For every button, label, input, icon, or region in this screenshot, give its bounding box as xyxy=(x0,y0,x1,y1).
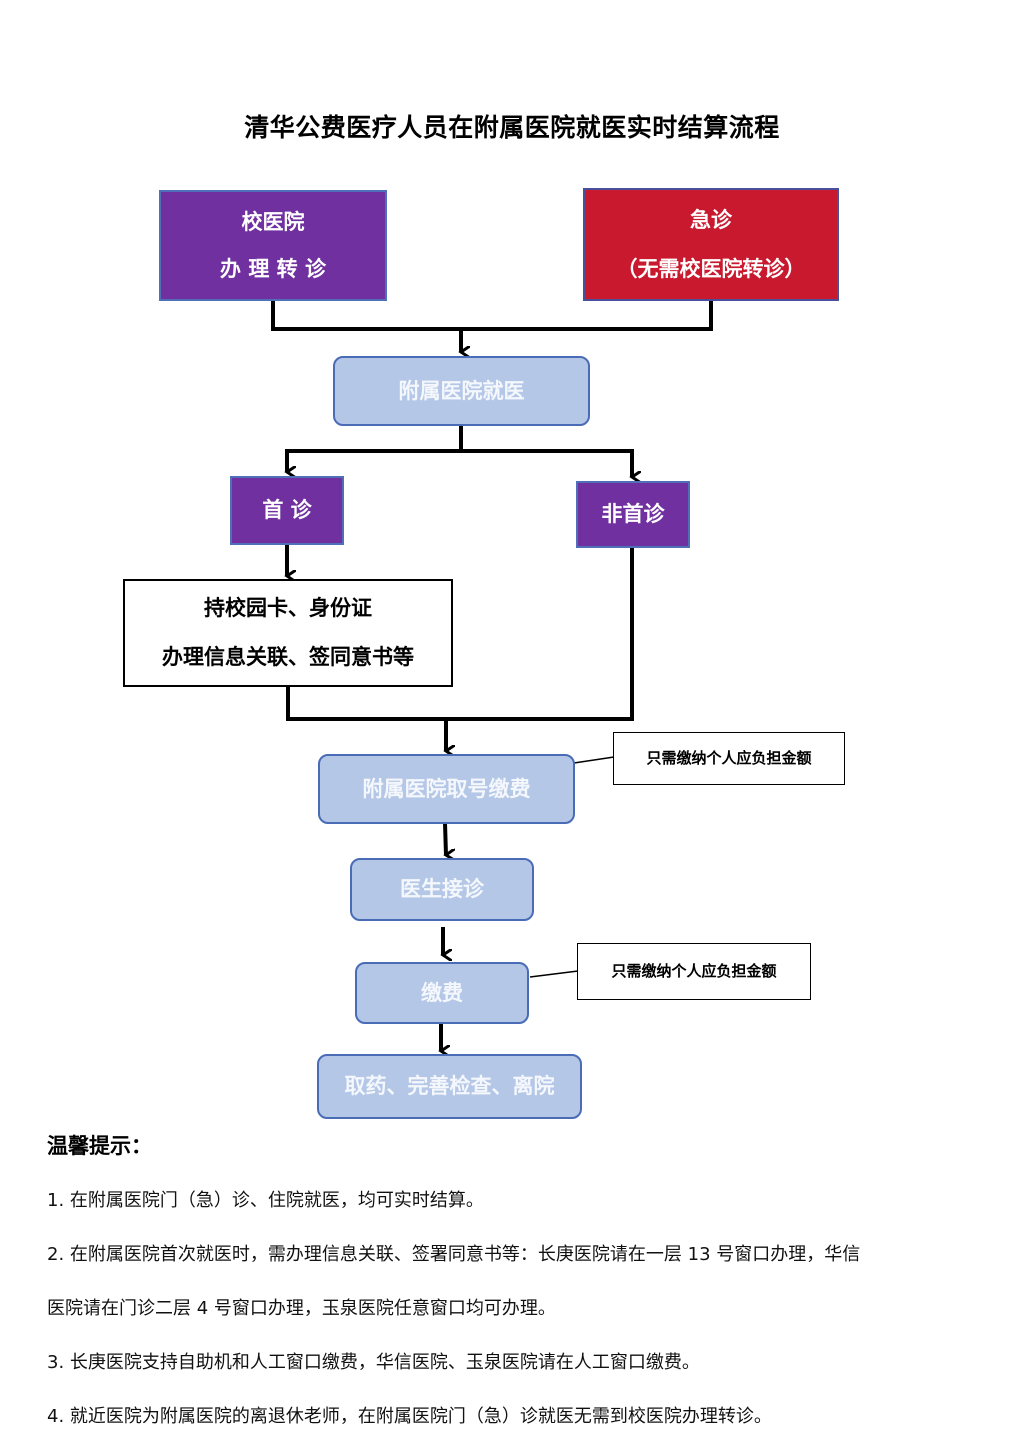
school-hospital-title: 校医院 xyxy=(241,209,305,234)
first-visit-label: 首 诊 xyxy=(262,498,312,522)
register-pay-box: 附属医院取号缴费 xyxy=(318,754,575,824)
arrow-to-doctor-visit xyxy=(443,822,446,855)
register-note-label: 只需缴纳个人应负担金额 xyxy=(646,749,812,767)
affiliated-visit-label: 附属医院就医 xyxy=(398,378,525,403)
final-step-box: 取药、完善检查、离院 xyxy=(317,1054,582,1119)
payment-note-label: 只需缴纳个人应负担金额 xyxy=(611,962,777,980)
connector-split xyxy=(287,425,463,472)
payment-box: 缴费 xyxy=(355,962,529,1024)
note-leader-payment xyxy=(529,970,579,978)
registration-info-line2: 办理信息关联、签同意书等 xyxy=(162,645,414,669)
payment-note-box: 只需缴纳个人应负担金额 xyxy=(577,943,811,1000)
registration-info-line1: 持校园卡、身份证 xyxy=(204,596,372,620)
register-pay-label: 附属医院取号缴费 xyxy=(362,776,531,801)
emergency-subtitle: （无需校医院转诊） xyxy=(616,256,806,281)
non-first-visit-box: 非首诊 xyxy=(576,481,690,548)
tip-item-1: 1. 在附属医院门（急）诊、住院就医，均可实时结算。 xyxy=(47,1190,484,1211)
emergency-box: 急诊 （无需校医院转诊） xyxy=(583,188,839,301)
note-leader-register xyxy=(573,756,615,764)
page-title: 清华公费医疗人员在附属医院就医实时结算流程 xyxy=(244,113,780,142)
tip-item-2: 2. 在附属医院首次就医时，需办理信息关联、签署同意书等：长庚医院请在一层 13… xyxy=(47,1244,861,1265)
school-hospital-box: 校医院 办 理 转 诊 xyxy=(159,190,387,301)
tips-heading: 温馨提示： xyxy=(47,1134,152,1158)
tip-item-2-continued: 医院请在门诊二层 4 号窗口办理，玉泉医院任意窗口均可办理。 xyxy=(47,1298,556,1319)
final-step-label: 取药、完善检查、离院 xyxy=(344,1074,555,1098)
school-hospital-subtitle: 办 理 转 诊 xyxy=(220,256,326,281)
first-visit-box: 首 诊 xyxy=(230,476,344,545)
registration-info-box: 持校园卡、身份证 办理信息关联、签同意书等 xyxy=(123,579,453,687)
payment-label: 缴费 xyxy=(421,980,463,1005)
register-note-box: 只需缴纳个人应负担金额 xyxy=(613,732,845,785)
affiliated-visit-box: 附属医院就医 xyxy=(333,356,590,426)
connector-merge-register xyxy=(286,547,634,721)
non-first-visit-label: 非首诊 xyxy=(601,502,665,526)
doctor-visit-box: 医生接诊 xyxy=(350,858,534,921)
tip-item-4: 4. 就近医院为附属医院的离退休老师，在附属医院门（急）诊就医无需到校医院办理转… xyxy=(47,1406,772,1427)
emergency-title: 急诊 xyxy=(690,207,732,232)
doctor-visit-label: 医生接诊 xyxy=(400,877,484,901)
connector-school-merge xyxy=(271,300,713,331)
connector-split-right xyxy=(461,449,632,477)
tip-item-3: 3. 长庚医院支持自助机和人工窗口缴费，华信医院、玉泉医院请在人工窗口缴费。 xyxy=(47,1352,700,1373)
